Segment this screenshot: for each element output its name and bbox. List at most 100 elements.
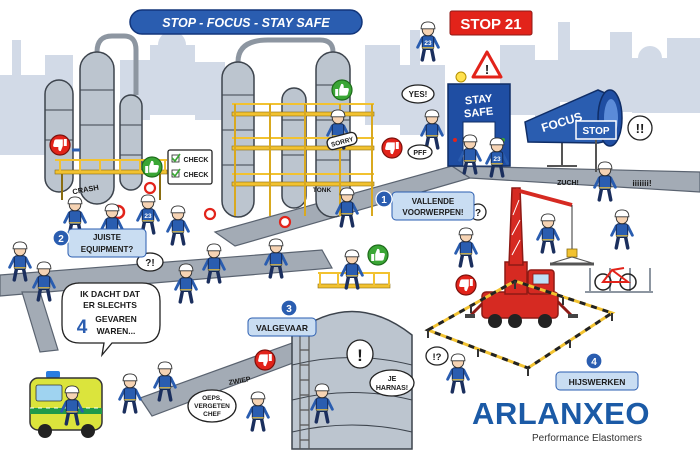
worker-legs	[170, 230, 186, 246]
helmet-icon	[122, 373, 138, 382]
worker	[310, 383, 334, 424]
worker-legs	[458, 252, 474, 268]
worker-legs	[157, 386, 173, 402]
hazard-text: VOORWERPEN!	[402, 208, 463, 217]
worker	[166, 205, 190, 246]
helmet-icon	[140, 194, 156, 203]
helmet-icon	[458, 227, 474, 236]
helmet-icon	[489, 137, 505, 146]
stop-21-badge: STOP 21	[449, 10, 533, 36]
walkway-east	[449, 165, 700, 193]
warning-mark: !	[485, 62, 489, 77]
thumbs-up-icon	[331, 79, 353, 101]
thumbs-up-icon	[141, 156, 163, 178]
worker	[246, 391, 270, 432]
worker	[454, 227, 478, 268]
worker	[153, 361, 177, 402]
worker	[593, 161, 617, 202]
helmet-icon	[330, 109, 346, 118]
bubble-yes: YES!	[401, 84, 435, 104]
mobile-crane	[465, 187, 594, 328]
worker-arms	[202, 258, 226, 271]
thumbs-down-icon	[381, 137, 403, 159]
worker	[485, 137, 509, 178]
worker	[202, 243, 226, 284]
bubble-text: OEPS,	[202, 395, 222, 402]
gate-label-line2: SAFE	[463, 106, 493, 121]
logo-tagline: Performance Elastomers	[532, 433, 642, 444]
checklist-item: CHECK	[184, 172, 209, 179]
check-icon	[171, 153, 181, 163]
walkway-left-branch	[21, 291, 59, 353]
worker-arms	[310, 398, 334, 411]
bubble-text: ?	[475, 208, 481, 219]
helmet-icon	[540, 213, 556, 222]
stop-21-label: STOP 21	[460, 16, 521, 33]
worker	[335, 187, 359, 228]
helmet-icon	[268, 238, 284, 247]
stop-sign: STOP	[575, 120, 617, 172]
bubble-text: CHEF	[203, 411, 221, 418]
bubble-sorry: SORRY	[326, 131, 358, 151]
stay-safe-gate: STAY SAFE !	[447, 50, 511, 167]
worker	[32, 261, 56, 302]
helmet-icon	[450, 353, 466, 362]
worker-arms	[63, 211, 87, 224]
worker-arms	[340, 264, 364, 277]
helmet-icon	[36, 261, 52, 270]
sound-scream: iiiiiii!	[632, 178, 652, 188]
bubble-text: !	[357, 346, 363, 365]
checklist-board: CHECK CHECK	[167, 149, 213, 185]
shirt-number: 23	[144, 213, 152, 220]
valve-wheel	[203, 207, 217, 221]
worker-legs	[122, 398, 138, 414]
worker	[264, 238, 288, 279]
helmet-icon	[104, 203, 120, 212]
worker-arms	[335, 202, 359, 215]
thought-text: IK DACHT DAT	[80, 289, 141, 299]
worker	[340, 249, 364, 290]
sound-zwiep: ZWIEP	[228, 376, 251, 387]
worker-arms	[420, 124, 444, 137]
helmet-icon	[314, 383, 330, 392]
thumbs-down-icon	[455, 274, 477, 296]
worker	[446, 353, 470, 394]
helmet-icon	[178, 263, 194, 272]
thumbs-down-icon	[49, 134, 71, 156]
worker-arms	[136, 209, 160, 222]
banner-title: STOP - FOCUS - STAY SAFE	[162, 16, 330, 30]
bubble-exclaim-question: !?	[425, 346, 449, 366]
worker-arms	[536, 228, 560, 241]
hazard-label-2: 2 JUISTE EQUIPMENT?	[52, 228, 147, 258]
worker	[458, 134, 482, 175]
bubble-oeps: OEPS, VERGETEN CHEF	[187, 389, 237, 423]
worker-legs	[268, 263, 284, 279]
shirt-number: 23	[424, 40, 432, 47]
helmet-icon	[420, 21, 436, 30]
worker-arms	[454, 242, 478, 255]
gate-label-line1: STAY	[464, 93, 493, 108]
worker	[8, 241, 32, 282]
helmet-icon	[462, 134, 478, 143]
worker-legs	[250, 416, 266, 432]
helmet-icon	[12, 241, 28, 250]
hazard-text: HIJSWERKEN	[569, 377, 626, 387]
worker-arms	[610, 224, 634, 237]
helmet-icon	[64, 385, 80, 394]
checklist-item: CHECK	[184, 157, 209, 164]
helmet-icon	[597, 161, 613, 170]
bubble-text: ?!	[145, 258, 154, 269]
shirt-number: 23	[493, 156, 501, 163]
worker-arms	[8, 256, 32, 269]
worker-arms	[166, 220, 190, 233]
helmet-icon	[339, 187, 355, 196]
worker-arms	[174, 278, 198, 291]
bubble-pff: PFF	[407, 144, 433, 160]
worker-legs	[540, 238, 556, 254]
worker-legs	[614, 234, 630, 250]
bubble-text: VERGETEN	[194, 403, 230, 410]
hazard-number: 3	[286, 304, 292, 315]
helmet-icon	[424, 109, 440, 118]
yellow-scaffold	[231, 103, 375, 216]
